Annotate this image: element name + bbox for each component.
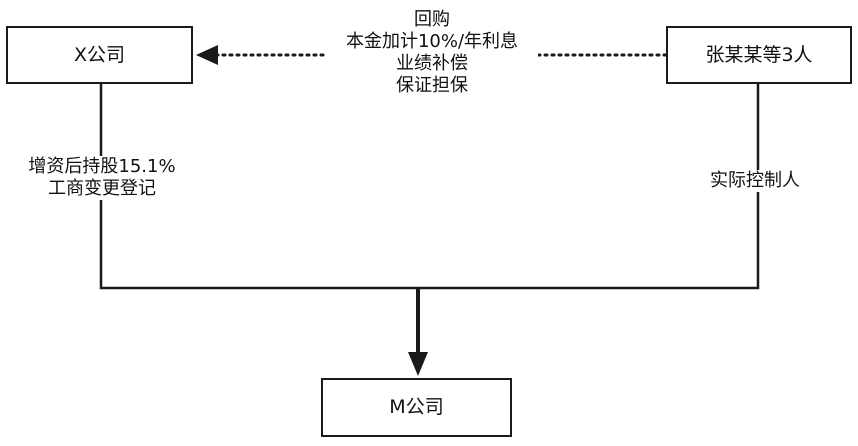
node-m-company: M公司 — [321, 378, 512, 437]
zhang-to-m-connector — [418, 84, 760, 290]
node-m-company-label: M公司 — [389, 396, 444, 418]
node-x-company: X公司 — [6, 26, 193, 84]
edge-label-repurchase-line-1: 回购 — [414, 9, 450, 30]
edge-label-controller-line-1: 实际控制人 — [710, 170, 800, 191]
x-to-m-connector — [99, 84, 418, 290]
edge-label-investment-line-2: 工商变更登记 — [48, 178, 156, 199]
node-x-company-label: X公司 — [73, 43, 126, 66]
node-zhang-group-label: 张某某等3人 — [705, 43, 813, 66]
edge-label-investment: 增资后持股15.1% 工商变更登记 — [12, 156, 192, 200]
edge-label-investment-line-1: 增资后持股15.1% — [28, 156, 176, 177]
edge-label-controller: 实际控制人 — [699, 170, 811, 192]
node-zhang-group: 张某某等3人 — [666, 26, 852, 84]
repurchase-arrowhead — [196, 45, 218, 65]
edge-label-repurchase-line-3: 业绩补偿 — [396, 53, 468, 74]
edge-label-repurchase-line-4: 保证担保 — [396, 75, 468, 96]
edge-label-repurchase-line-2: 本金加计10%/年利息 — [345, 31, 519, 52]
to-m-arrowhead — [408, 352, 428, 376]
edge-label-repurchase: 回购 本金加计10%/年利息 业绩补偿 保证担保 — [326, 9, 538, 97]
